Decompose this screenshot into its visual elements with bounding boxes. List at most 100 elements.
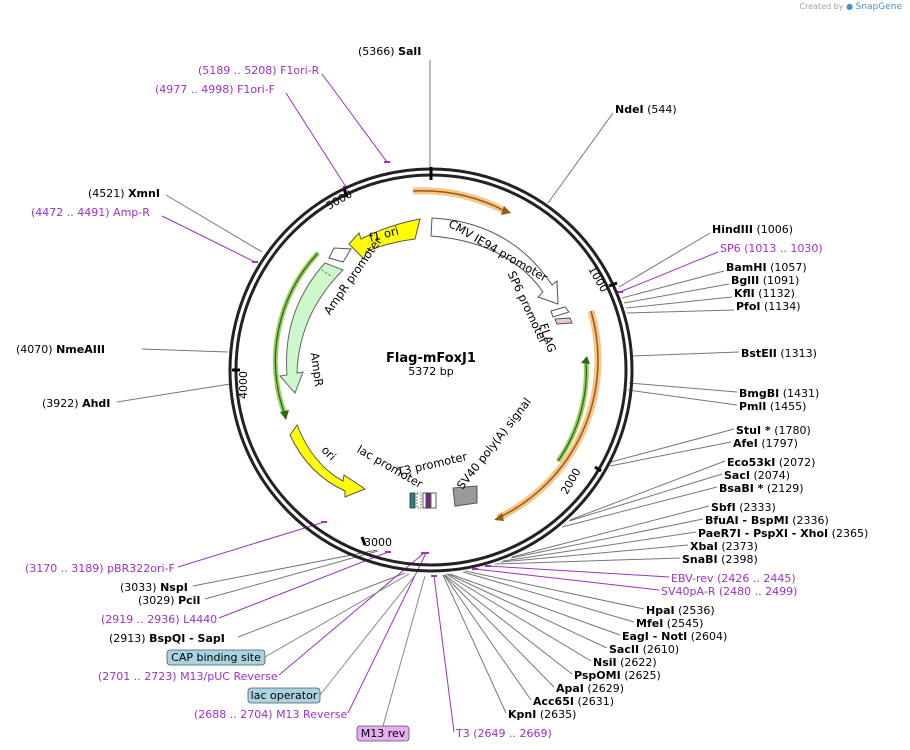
site-label: HindIII (1006) [712,223,793,236]
site-position: (544) [647,103,677,116]
site-position: (1797) [761,437,798,450]
site-name: PciI [178,594,200,607]
leader-line [502,531,697,562]
site-position: (1455) [770,400,807,413]
leader-line [443,574,532,701]
site-name: PaeR7I - PspXI - XhoI [698,527,828,540]
site-label: HpaI (2536) [646,604,715,617]
tick-label: 3000 [364,536,392,549]
site-label: SbfI (2333) [711,501,776,514]
ori-arrow [289,423,367,498]
site-label: SacI (2074) [724,469,790,482]
site-position: (2701 .. 2723) [98,670,177,683]
site-position: (2688 .. 2704) [194,708,273,721]
site-name: BfuAI - BspMI [705,514,789,527]
site-label: SV40pA-R (2480 .. 2499) [661,585,797,598]
site-position: (3170 .. 3189) [25,562,104,575]
feature-tag-box [166,649,266,666]
site-name: F1ori-R [280,64,320,77]
site-label: BsaBI * (2129) [719,482,804,495]
credit-prefix: Created by [799,2,844,11]
leader-line [618,232,711,288]
leader-line [626,309,735,314]
site-name: HindIII [712,223,753,236]
site-label: BglII (1091) [731,274,799,287]
tick-marks [232,188,618,546]
site-label: Acc65I (2631) [533,695,614,708]
site-name: PfoI [736,300,761,313]
leader-line [610,428,735,463]
site-position: (2629) [587,682,624,695]
site-name: L4440 [183,613,217,626]
site-position: (2649 .. 2669) [473,727,552,740]
site-name: BmgBI [739,387,779,400]
site-name: HpaI [646,604,675,617]
site-label: KpnI (2635) [508,708,576,721]
leader-line [510,518,704,559]
ampr-promoter-arrow [328,247,352,263]
site-position: (4521) [88,187,125,200]
site-name: KflI [734,287,755,300]
plasmid-length: 5372 bp [408,365,453,378]
site-label: MfeI (2545) [636,617,703,630]
feature-label: AmpR [308,351,327,387]
site-name: SacII [609,643,639,656]
site-position: (2610) [643,643,680,656]
site-name: BstEII [741,347,777,360]
site-name: T3 [455,727,470,740]
leader-line [382,575,426,727]
site-name: F1ori-F [237,83,275,96]
site-label: Eco53kI (2072) [727,456,815,469]
leader-line [161,215,256,263]
site-position: (3922) [42,397,79,410]
site-position: (1091) [763,274,800,287]
site-position: (2072) [779,456,816,469]
leader-line [474,568,660,591]
site-name: SbfI [711,501,736,514]
leader-line [630,351,740,357]
site-position: (5189 .. 5208) [198,64,277,77]
leader-line [443,574,555,688]
site-label: ApaI (2629) [556,682,624,695]
site-label: (2701 .. 2723) M13/pUC Reverse [98,670,278,683]
site-position: (2919 .. 2936) [101,613,180,626]
site-name: SV40pA-R [661,585,716,598]
site-label: (5366) SalI [358,45,421,58]
leader-lines [116,60,740,733]
leader-line [433,575,455,733]
site-label: KflI (1132) [734,287,795,300]
leader-line [609,441,732,467]
site-name: PspOMI [574,669,621,682]
cmv-promoter-arrow [430,217,559,305]
feature-tag-box [356,725,410,742]
leader-line [165,194,263,253]
sv40-polya-box [452,485,478,507]
leader-line [347,552,427,714]
leader-line [621,270,725,299]
snapgene-logo-icon: ● [846,2,854,11]
leader-line [628,382,738,393]
site-name: PmlI [739,400,766,413]
site-name: Eco53kI [727,456,775,469]
leader-line [116,383,231,403]
site-label: PfoI (1134) [736,300,801,313]
site-position: (1313) [780,347,817,360]
site-name: XmnI [128,187,160,200]
site-position: (1006) [756,223,793,236]
site-label: (2913) BspQI - SapI [109,632,225,645]
site-position: (4070) [16,343,53,356]
site-label: EBV-rev (2426 .. 2445) [671,572,796,585]
leader-line [449,573,621,636]
feature-label: CMV IE94 promoter [446,217,550,285]
site-label: (4070) NmeAIII [16,343,105,356]
leader-line [141,348,229,353]
f1-ori-arrow [348,218,421,260]
site-name: BglII [731,274,759,287]
site-label: SnaBI (2398) [682,553,758,566]
site-name: pBR322ori-F [107,562,175,575]
site-name: MfeI [636,617,663,630]
site-position: (2622) [620,656,657,669]
plasmid-name: Flag-mFoxJ1 [386,351,476,366]
